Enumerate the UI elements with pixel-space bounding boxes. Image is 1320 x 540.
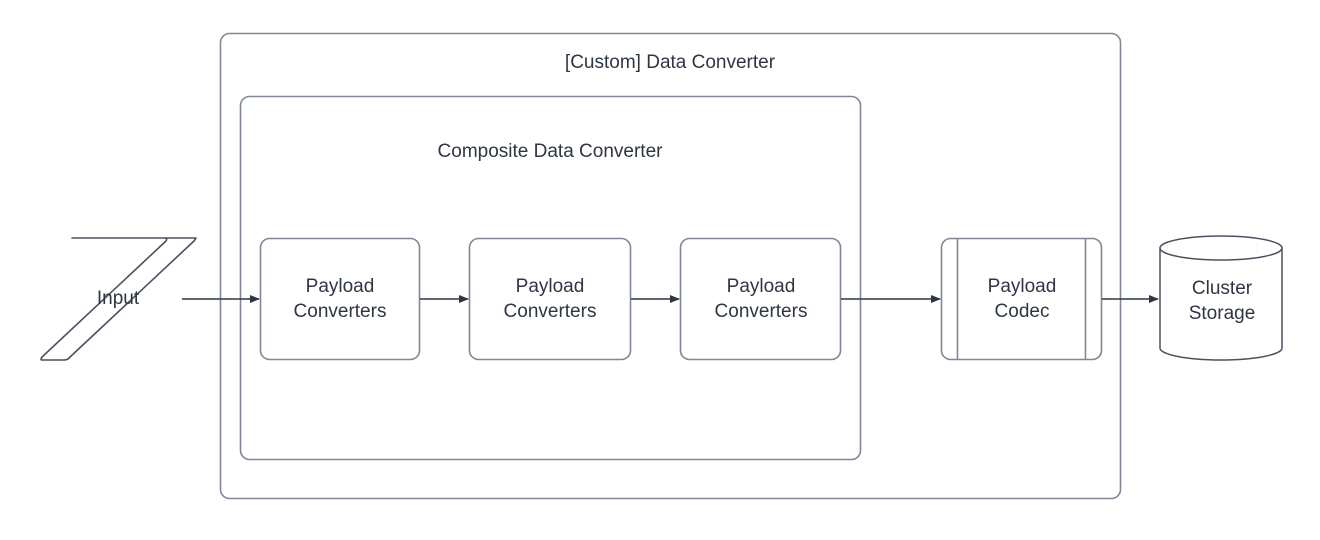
container-composite-data-converter-title: Composite Data Converter: [437, 141, 663, 162]
node-payload-converters-2-shape[interactable]: [468, 237, 632, 361]
node-payload-codec-shape[interactable]: [940, 237, 1103, 361]
container-custom-data-converter-title: [Custom] Data Converter: [564, 52, 776, 73]
node-input-shape[interactable]: [40, 237, 197, 361]
node-payload-converters-1-shape[interactable]: [259, 237, 421, 361]
node-payload-converters-3-shape[interactable]: [679, 237, 842, 361]
node-cluster-storage-shape[interactable]: [1159, 235, 1283, 361]
